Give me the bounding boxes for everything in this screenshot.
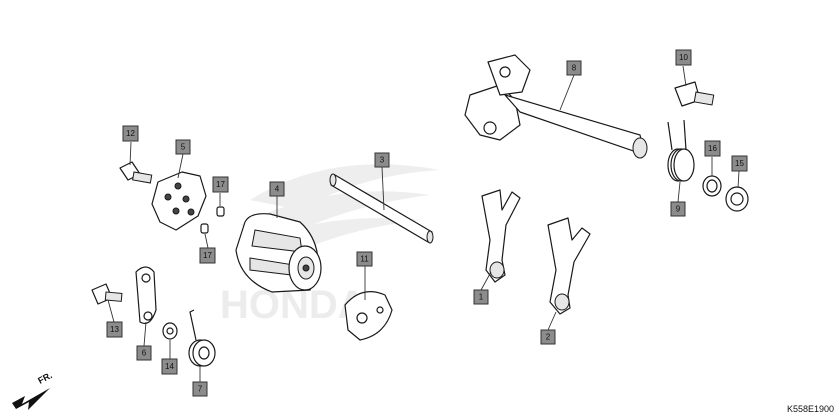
part-shift-fork-1 [481, 189, 521, 283]
callout-17-lower: 17 [199, 247, 216, 264]
callout-13: 13 [106, 321, 123, 338]
callout-8: 8 [566, 60, 582, 76]
callout-14: 14 [161, 358, 178, 375]
callout-10-label: 10 [679, 53, 688, 62]
part-fork-shaft [329, 173, 434, 244]
part-shift-fork-2 [547, 217, 591, 315]
callout-16: 16 [704, 140, 721, 157]
part-stopper-plate [151, 171, 207, 231]
callout-2: 2 [540, 329, 556, 345]
part-bolt-12 [119, 161, 153, 184]
callout-1-label: 1 [479, 293, 484, 302]
callout-15-label: 15 [735, 159, 744, 168]
callout-17-lower-label: 17 [203, 251, 212, 260]
callout-3: 3 [374, 152, 390, 168]
part-shift-spindle [464, 54, 648, 159]
callout-5-label: 5 [181, 143, 186, 152]
part-shift-drum [235, 213, 322, 293]
callout-4: 4 [269, 181, 285, 197]
part-pins [200, 206, 225, 234]
callout-5: 5 [175, 139, 191, 155]
callout-17-upper-label: 17 [216, 180, 225, 189]
part-return-spring [667, 119, 695, 182]
part-stopper-arm [135, 266, 157, 325]
callout-3-label: 3 [380, 156, 385, 165]
callout-13-label: 13 [110, 325, 119, 334]
callout-11-label: 11 [360, 255, 369, 264]
part-bolt-10 [674, 81, 715, 107]
leader-lines [107, 65, 740, 382]
front-direction-indicator: FR. [12, 370, 54, 410]
callout-1: 1 [473, 289, 489, 305]
diagram-code: K558E1900 [786, 404, 834, 414]
part-washer-14 [162, 322, 178, 340]
callout-9: 9 [670, 201, 686, 217]
callout-15: 15 [731, 155, 748, 172]
callout-12-label: 12 [126, 129, 135, 138]
callout-12: 12 [122, 125, 139, 142]
callout-6: 6 [136, 345, 152, 361]
part-bolt-13 [91, 283, 123, 305]
front-label: FR. [36, 370, 53, 386]
callout-16-label: 16 [708, 144, 717, 153]
callout-8-label: 8 [572, 64, 577, 73]
part-guide-plate [344, 291, 393, 341]
callout-4-label: 4 [275, 185, 280, 194]
callout-10: 10 [675, 49, 692, 66]
callout-9-label: 9 [676, 205, 681, 214]
callout-7: 7 [192, 381, 208, 397]
part-washer-15 [725, 186, 749, 212]
callout-11: 11 [356, 251, 373, 267]
part-circlip [702, 175, 722, 197]
callout-14-label: 14 [165, 362, 174, 371]
callout-7-label: 7 [198, 385, 203, 394]
callout-17-upper: 17 [212, 176, 229, 193]
part-stopper-spring [188, 309, 216, 367]
front-arrow-icon [12, 388, 50, 410]
callout-6-label: 6 [142, 349, 147, 358]
callout-2-label: 2 [546, 333, 551, 342]
